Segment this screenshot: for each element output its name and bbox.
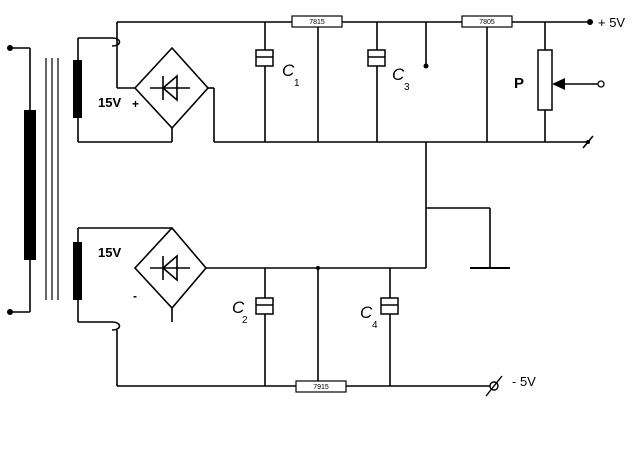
transformer-secondary-top-coil	[73, 60, 82, 118]
regulator-7805-label: 7805	[479, 19, 495, 26]
transformer-primary-coil	[24, 110, 36, 260]
potentiometer-wiper-arrow-icon	[552, 78, 565, 90]
capacitor-c2-letter: C	[232, 298, 245, 317]
capacitor-c1: C 1	[255, 22, 300, 142]
capacitor-c3-index: 3	[404, 82, 410, 93]
capacitor-c3: C 3	[367, 22, 410, 142]
capacitor-c4-index: 4	[372, 320, 378, 331]
bridge-bottom-polarity: -	[133, 289, 137, 303]
capacitor-c4-letter: C	[360, 303, 373, 322]
positive-rail: 7815 7805 + 5V	[117, 15, 625, 30]
regulator-7815-label: 7815	[309, 19, 325, 26]
bridge-rectifier-bottom: -	[77, 226, 426, 386]
capacitor-c4: C 4	[360, 268, 399, 386]
primary-terminal-bottom	[7, 309, 13, 315]
capacitor-c2-index: 2	[242, 315, 248, 326]
potentiometer-label: P	[514, 75, 524, 92]
regulator-7915-label: 7915	[313, 384, 329, 391]
output-positive-label: + 5V	[598, 15, 625, 30]
bridge-rectifier-top: +	[77, 22, 215, 143]
capacitor-c1-letter: C	[282, 61, 295, 80]
bridge-top-polarity: +	[132, 97, 139, 111]
secondary-top-voltage: 15V	[98, 95, 121, 110]
transformer-core	[45, 58, 59, 300]
secondary-bottom-voltage: 15V	[98, 245, 121, 260]
primary-terminal-top	[7, 45, 13, 51]
capacitor-c3-letter: C	[392, 65, 405, 84]
capacitor-c1-index: 1	[294, 78, 300, 89]
output-positive-terminal	[587, 19, 593, 25]
transformer: 15V 15V	[7, 45, 121, 315]
ground-symbol	[426, 207, 510, 269]
potentiometer-wiper-terminal	[597, 80, 605, 88]
transformer-secondary-bottom-coil	[73, 242, 82, 300]
output-negative-label: - 5V	[512, 374, 536, 389]
potentiometer: P	[514, 22, 605, 142]
ground-rail-top	[214, 135, 594, 149]
negative-rail: 7915 - 5V	[117, 374, 536, 397]
capacitor-c2: C 2	[232, 268, 274, 386]
